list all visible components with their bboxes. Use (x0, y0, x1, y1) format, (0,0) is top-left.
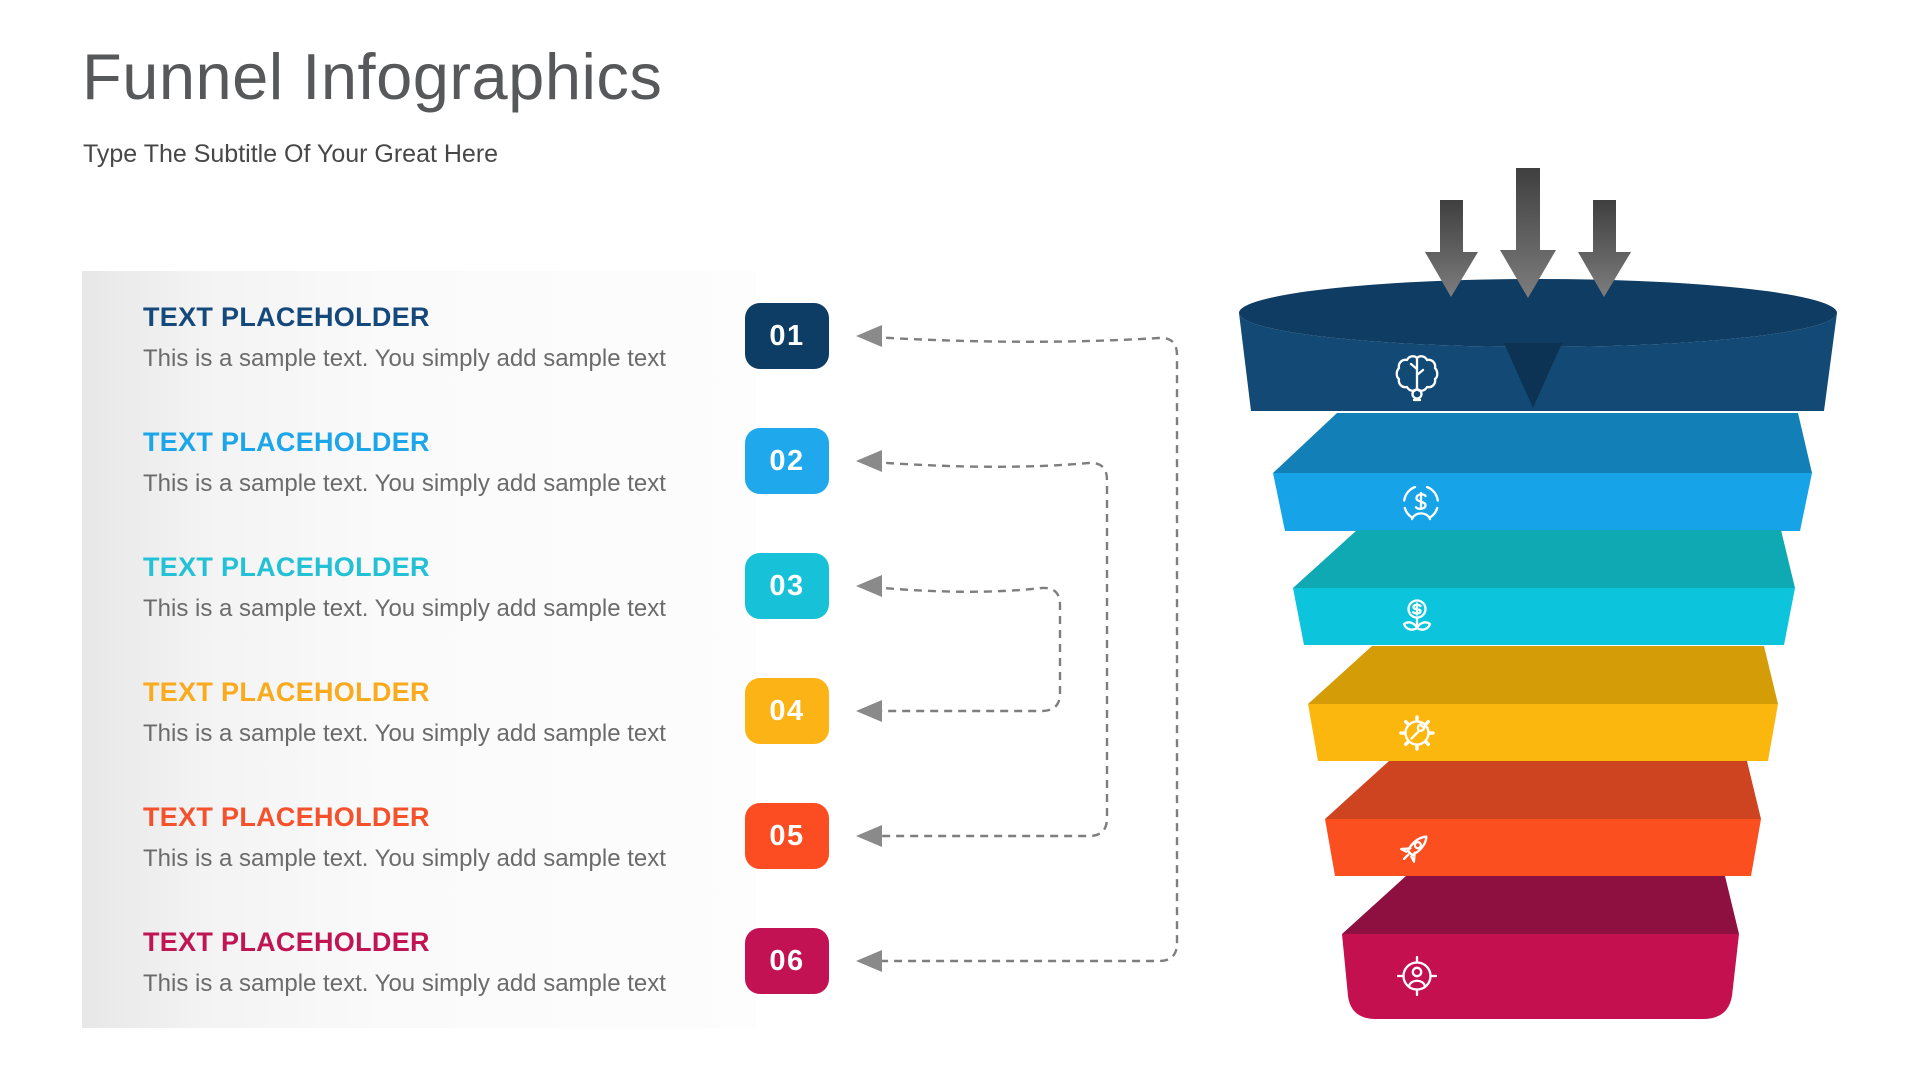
funnel-layer-3-front (1293, 588, 1795, 645)
page-title: Funnel Infographics (82, 40, 663, 113)
item-heading: TEXT PLACEHOLDER (143, 552, 430, 582)
item-heading: TEXT PLACEHOLDER (143, 302, 430, 332)
down-arrow-icon (1500, 168, 1556, 298)
connector-lines (871, 335, 1179, 963)
left-arrowhead-icon (856, 825, 882, 847)
list-panel (82, 271, 756, 1028)
target-audience-icon (1396, 955, 1438, 997)
service-gear-icon (1399, 715, 1435, 751)
funnel-layer-3-top (1293, 530, 1795, 588)
list-item: TEXT PLACEHOLDER This is a sample text. … (143, 427, 703, 523)
inflow-arrows (1425, 168, 1631, 298)
funnel-top-notch (1504, 343, 1562, 408)
number-badge: 01 (745, 303, 829, 369)
money-growth-icon (1402, 599, 1432, 631)
rocket-icon (1400, 835, 1428, 863)
connector-line-03-04 (871, 585, 1062, 713)
list-item: TEXT PLACEHOLDER This is a sample text. … (143, 927, 703, 1023)
item-body: This is a sample text. You simply add sa… (143, 470, 666, 497)
funnel-layer-6-top (1342, 876, 1739, 934)
left-arrowhead-icon (856, 950, 882, 972)
item-body: This is a sample text. You simply add sa… (143, 970, 666, 997)
funnel-layer-1 (1239, 279, 1837, 411)
connector-line-01-06 (871, 335, 1179, 963)
funnel-layer-5-top (1325, 761, 1761, 819)
left-arrowhead-icon (856, 325, 882, 347)
item-heading: TEXT PLACEHOLDER (143, 427, 430, 457)
funnel-layer-2-front (1273, 473, 1812, 531)
down-arrow-icon (1578, 200, 1631, 297)
funnel-layer-2 (1273, 413, 1812, 531)
number-badge: 06 (745, 928, 829, 994)
funnel-layer-3 (1293, 530, 1795, 645)
connector-line-02-05 (871, 460, 1109, 838)
number-badge: 05 (745, 803, 829, 869)
funnel-layer-2-top (1273, 413, 1812, 473)
item-heading: TEXT PLACEHOLDER (143, 677, 430, 707)
funnel-top-ellipse (1239, 279, 1837, 347)
list-item: TEXT PLACEHOLDER This is a sample text. … (143, 552, 703, 648)
item-heading: TEXT PLACEHOLDER (143, 802, 430, 832)
number-badge: 02 (745, 428, 829, 494)
investment-icon (1403, 485, 1439, 521)
idea-brain-icon (1395, 355, 1439, 402)
number-badge: 04 (745, 678, 829, 744)
list-item: TEXT PLACEHOLDER This is a sample text. … (143, 802, 703, 898)
funnel-layer-4-front (1308, 704, 1778, 761)
left-arrowhead-icon (856, 450, 882, 472)
left-arrowhead-icon (856, 700, 882, 722)
item-body: This is a sample text. You simply add sa… (143, 595, 666, 622)
item-body: This is a sample text. You simply add sa… (143, 845, 666, 872)
funnel-layer-6 (1342, 876, 1739, 1019)
number-badge: 03 (745, 553, 829, 619)
left-arrowhead-icon (856, 575, 882, 597)
list-item: TEXT PLACEHOLDER This is a sample text. … (143, 677, 703, 773)
funnel-layer-6-front (1342, 934, 1739, 1019)
connector-arrowheads (856, 325, 882, 972)
item-heading: TEXT PLACEHOLDER (143, 927, 430, 957)
funnel-layer-4 (1308, 646, 1778, 761)
funnel-layer-5-front (1325, 819, 1761, 876)
funnel-layer-5 (1325, 761, 1761, 876)
item-body: This is a sample text. You simply add sa… (143, 345, 666, 372)
item-body: This is a sample text. You simply add sa… (143, 720, 666, 747)
funnel-layer-4-top (1308, 646, 1778, 704)
down-arrow-icon (1425, 200, 1478, 297)
page-subtitle: Type The Subtitle Of Your Great Here (83, 140, 499, 168)
list-item: TEXT PLACEHOLDER This is a sample text. … (143, 302, 703, 398)
